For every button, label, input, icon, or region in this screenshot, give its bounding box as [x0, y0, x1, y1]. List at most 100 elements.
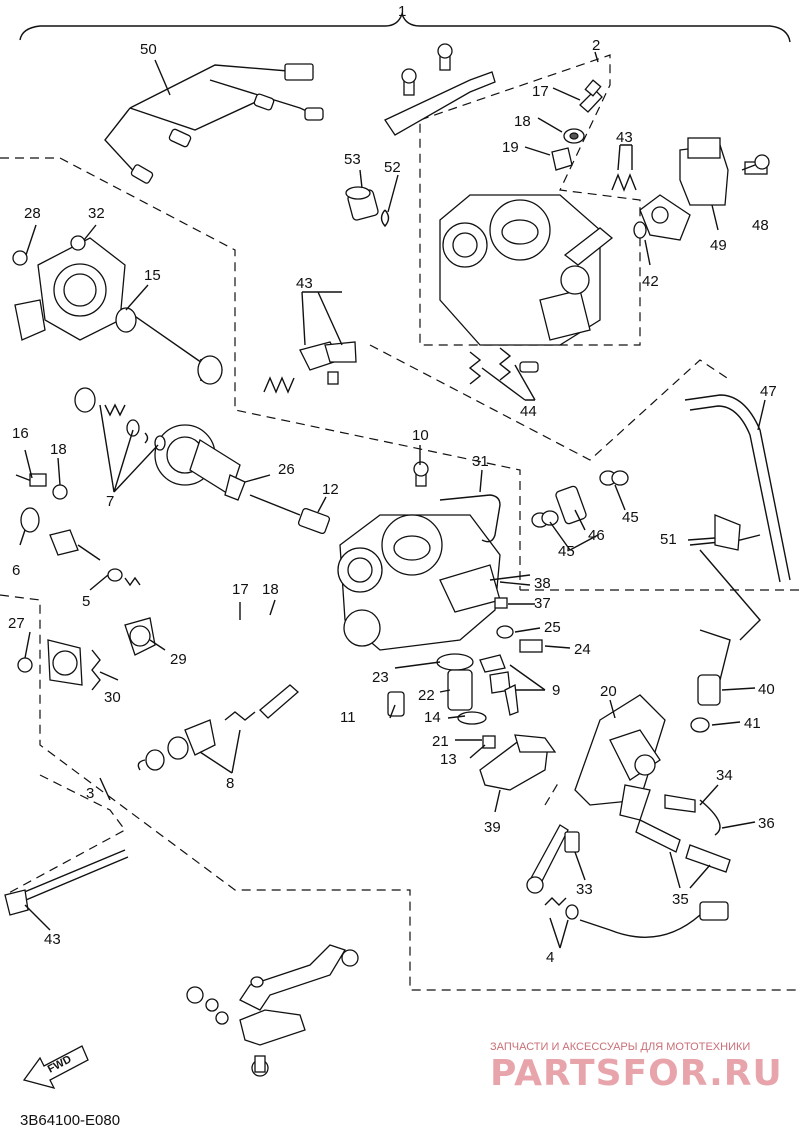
group-boundary-carb-top	[419, 54, 641, 346]
callout-41: 41	[744, 715, 761, 732]
callout-25: 25	[544, 619, 561, 636]
callout-24: 24	[574, 641, 591, 658]
callout-33: 33	[576, 881, 593, 898]
drain-hose-part	[684, 394, 791, 581]
callout-35: 35	[672, 891, 689, 908]
watermark-tagline: ЗАПЧАСТИ И АКСЕССУАРЫ ДЛЯ МОТОТЕХНИКИ	[490, 1041, 750, 1053]
callout-21: 21	[432, 733, 449, 750]
callout-18a: 18	[514, 113, 531, 130]
callout-9: 9	[552, 682, 560, 699]
callout-45b: 45	[622, 509, 639, 526]
top-mounting-bracket-part	[384, 43, 496, 136]
callout-22: 22	[418, 687, 435, 704]
callout-18b: 18	[50, 441, 67, 458]
upper-small-parts	[551, 79, 647, 239]
pump-screws-parts	[635, 794, 731, 873]
group-boundary-pump	[544, 779, 561, 806]
callout-31: 31	[472, 453, 489, 470]
callout-14: 14	[424, 709, 441, 726]
throttle-sensor-part	[639, 137, 770, 241]
callout-17b: 17	[232, 581, 249, 598]
callout-3: 3	[86, 785, 94, 802]
starter-plunger-parts	[137, 684, 299, 771]
callout-10: 10	[412, 427, 429, 444]
callout-46: 46	[588, 527, 605, 544]
callout-8: 8	[226, 775, 234, 792]
callout-1: 1	[398, 3, 406, 20]
callout-12: 12	[322, 481, 339, 498]
watermark-brand: PARTSFOR.RU	[490, 1053, 783, 1094]
forward-arrow-icon: FWD	[22, 1045, 89, 1089]
main-carburetor-body-part	[337, 461, 501, 651]
pump-lever-parts	[526, 824, 729, 938]
callout-23: 23	[372, 669, 389, 686]
callout-11: 11	[340, 709, 356, 726]
upper-carburetor-body-part	[439, 194, 614, 346]
callout-2: 2	[592, 37, 600, 54]
callout-18c: 18	[262, 581, 279, 598]
left-small-parts	[15, 473, 331, 587]
float-part	[479, 734, 557, 791]
bottom-bracket-part	[186, 944, 359, 1077]
callout-16: 16	[12, 425, 29, 442]
callout-39: 39	[484, 819, 501, 836]
callout-13: 13	[440, 751, 457, 768]
float-bowl-internals	[387, 653, 496, 749]
assembly-bracket	[19, 11, 791, 43]
callout-34: 34	[716, 767, 733, 784]
callout-32: 32	[88, 205, 105, 222]
group-boundary-upper	[0, 157, 521, 590]
vacuum-piston-part	[74, 387, 301, 516]
top-cover-part	[12, 235, 223, 385]
drain-hose-part-edge	[689, 405, 781, 583]
callout-43b: 43	[296, 275, 313, 292]
callout-48: 48	[752, 217, 769, 234]
throttle-shaft-part	[4, 849, 129, 916]
group-boundary-bottom	[4, 774, 126, 896]
callout-28: 28	[24, 205, 41, 222]
callout-labels: 1 2 3 4 5 6 7 8 9 10 11 12 13 14 15 16 1…	[8, 3, 777, 966]
vent-hose-part	[689, 514, 761, 641]
wiring-harness-part	[104, 63, 324, 184]
right-small-parts	[479, 574, 543, 716]
callout-29: 29	[170, 651, 187, 668]
fuel-pipe-part	[439, 494, 501, 543]
callout-53: 53	[344, 151, 361, 168]
choke-parts	[17, 617, 156, 691]
callout-52: 52	[384, 159, 401, 176]
hose-fitting-parts	[531, 470, 629, 528]
pump-fitting-parts	[690, 629, 731, 733]
callout-26: 26	[278, 461, 295, 478]
callout-42: 42	[642, 273, 659, 290]
callout-30: 30	[104, 689, 121, 706]
group-boundary-left	[0, 594, 800, 991]
callout-51: 51	[660, 531, 677, 548]
callout-43c: 43	[44, 931, 61, 948]
pilot-screw-springs-part	[468, 347, 539, 385]
callout-20: 20	[600, 683, 617, 700]
leader-lines	[19, 51, 766, 949]
group-boundary-hose	[369, 344, 731, 461]
callout-36: 36	[758, 815, 775, 832]
callout-27: 27	[8, 615, 25, 632]
callout-44: 44	[520, 403, 537, 420]
callout-17a: 17	[532, 83, 549, 100]
callout-19: 19	[502, 139, 519, 156]
callout-38: 38	[534, 575, 551, 592]
callout-49: 49	[710, 237, 727, 254]
jet-holder-part	[345, 186, 390, 228]
watermark: ЗАПЧАСТИ И АКСЕССУАРЫ ДЛЯ МОТОТЕХНИКИ PA…	[490, 1041, 783, 1094]
callout-43a: 43	[616, 129, 633, 146]
callout-37: 37	[534, 595, 551, 612]
callout-45a: 45	[558, 543, 575, 560]
callout-40: 40	[758, 681, 775, 698]
diagram-code: 3B64100-E080	[20, 1112, 120, 1129]
callout-47: 47	[760, 383, 777, 400]
callout-15: 15	[144, 267, 161, 284]
callout-6: 6	[12, 562, 20, 579]
link-spring-part	[263, 341, 357, 394]
callout-4: 4	[546, 949, 554, 966]
callout-7: 7	[106, 493, 114, 510]
accelerator-pump-part	[574, 694, 666, 821]
